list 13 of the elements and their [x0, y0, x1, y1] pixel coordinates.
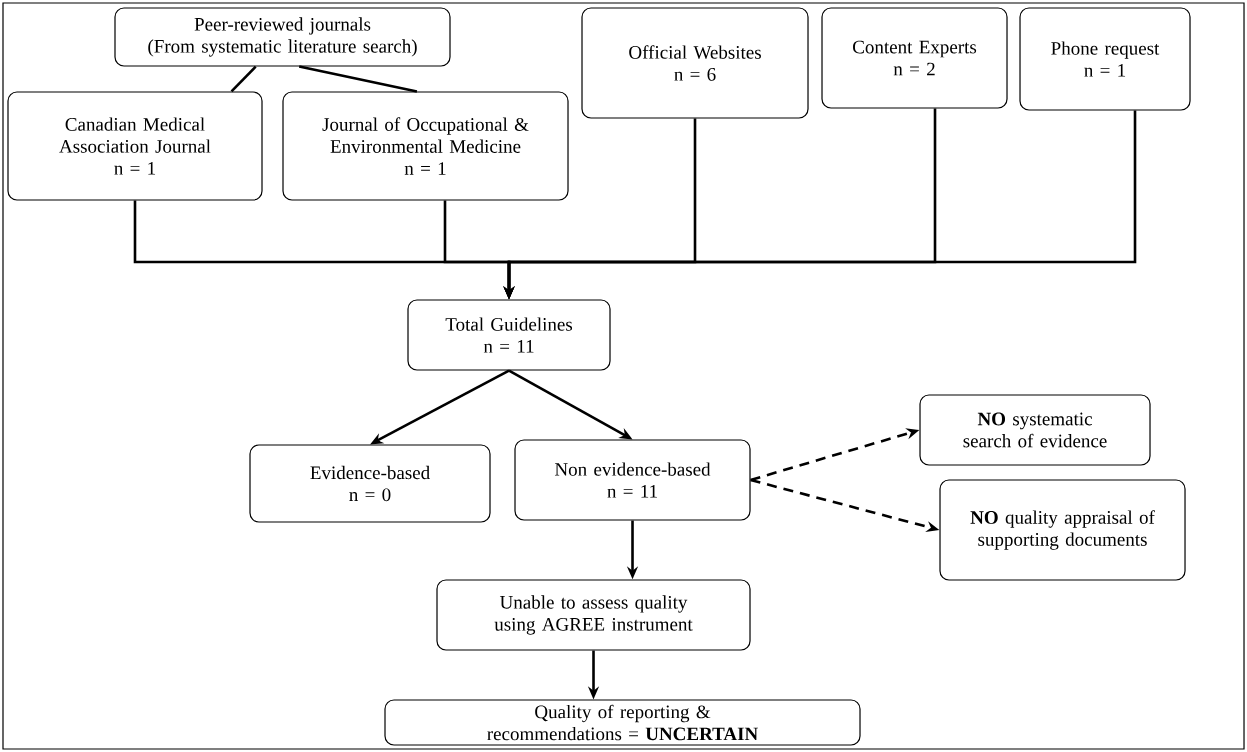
- process-box: Canadian Medical Association Journal n = 1: [7, 91, 263, 201]
- source-box: Peer-reviewed journals (From systematic literature search): [114, 7, 451, 67]
- process-box: Phone request n = 1: [1019, 7, 1191, 111]
- process-box: Quality of reporting & recommendations = UNCERTAIN: [384, 699, 861, 746]
- total-box: Total Guidelines n = 11: [407, 299, 611, 371]
- process-box: Evidence-based n = 0: [249, 444, 491, 523]
- process-box: Official Websites n = 6: [581, 7, 809, 119]
- process-box: Unable to assess quality using AGREE instrument: [436, 579, 751, 651]
- note-box: NO quality appraisal of supporting documents: [939, 479, 1186, 581]
- process-box: Non evidence-based n = 11: [514, 439, 751, 521]
- note-box: NO systematic search of evidence: [919, 394, 1151, 466]
- process-box: Content Experts n = 2: [821, 7, 1008, 109]
- process-box: Journal of Occupational & Environmental Medicine n = 1: [282, 91, 569, 201]
